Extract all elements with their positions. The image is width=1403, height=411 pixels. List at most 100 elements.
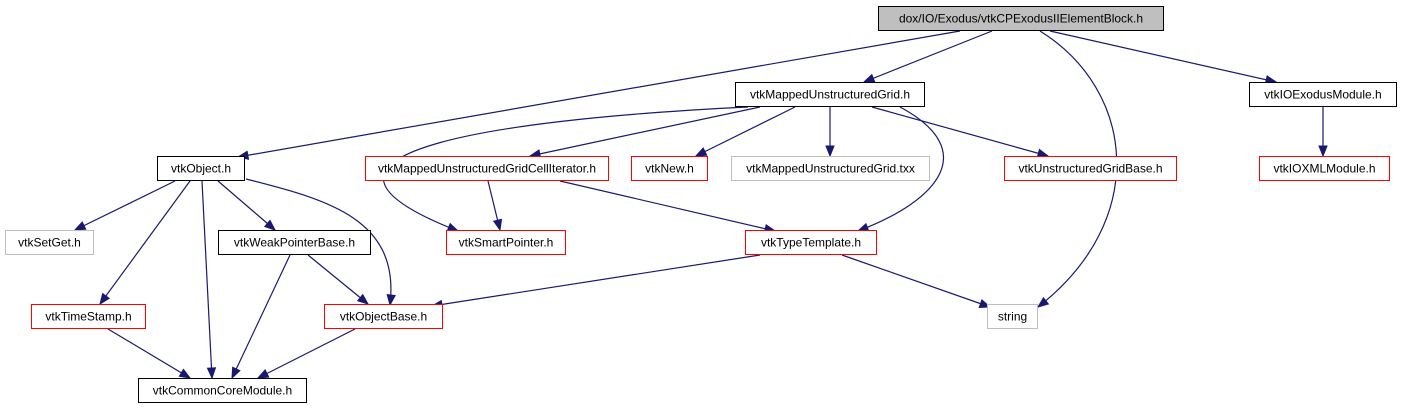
edge-line	[231, 254, 291, 379]
edge-line	[237, 30, 961, 158]
edge-arrowhead	[492, 218, 503, 232]
edge-line	[257, 328, 356, 379]
node-typetemplate[interactable]: vtkTypeTemplate.h	[745, 230, 877, 255]
node-label: vtkSmartPointer.h	[459, 236, 554, 250]
node-ioexodus[interactable]: vtkIOExodusModule.h	[1249, 82, 1397, 107]
node-weakptr[interactable]: vtkWeakPointerBase.h	[218, 230, 371, 255]
edge-mug-to-mugci	[528, 106, 761, 159]
edge-objectbase-to-commoncore	[256, 328, 356, 379]
edge-arrowhead	[256, 369, 270, 379]
node-box	[1249, 82, 1397, 107]
node-setget[interactable]: vtkSetGet.h	[5, 230, 94, 255]
edge-arrowhead	[386, 294, 396, 307]
node-mugci[interactable]: vtkMappedUnstructuredGridCellIterator.h	[365, 156, 609, 181]
edge-arrowhead	[825, 145, 835, 158]
node-box	[1259, 156, 1390, 181]
node-box	[446, 230, 566, 255]
edge-line	[74, 180, 176, 231]
edge-arrowhead	[231, 366, 241, 380]
edge-line	[245, 178, 392, 306]
edge-weakptr-to-commoncore	[231, 254, 291, 380]
node-label: vtkCommonCoreModule.h	[153, 384, 292, 398]
edge-object-to-setget	[73, 180, 176, 231]
node-box	[1004, 156, 1177, 181]
edge-object-to-commoncore	[201, 180, 217, 380]
node-label: vtkTypeTemplate.h	[761, 236, 861, 250]
edge-line	[107, 328, 191, 379]
node-ioxml[interactable]: vtkIOXMLModule.h	[1259, 156, 1390, 181]
node-new[interactable]: vtkNew.h	[631, 156, 708, 181]
edge-arrowhead	[178, 368, 192, 379]
edge-timestamp-to-commoncore	[107, 328, 192, 379]
edge-mug-to-ugbase	[871, 106, 1050, 158]
edge-weakptr-to-objectbase	[307, 254, 370, 305]
node-box	[745, 230, 877, 255]
node-label: dox/IO/Exodus/vtkCPExodusIIElementBlock.…	[899, 12, 1143, 26]
node-box	[324, 304, 443, 329]
node-label: vtkUnstructuredGridBase.h	[1018, 162, 1162, 176]
edge-arrowhead	[356, 293, 370, 305]
edge-ioexodus-to-ioxml	[1318, 107, 1328, 158]
edge-line	[217, 180, 276, 231]
node-smartptr[interactable]: vtkSmartPointer.h	[446, 230, 566, 255]
node-mug[interactable]: vtkMappedUnstructuredGrid.h	[735, 82, 925, 107]
edge-arrowhead	[1318, 145, 1328, 158]
node-objectbase[interactable]: vtkObjectBase.h	[324, 304, 443, 329]
node-box	[157, 156, 245, 181]
node-label: vtkWeakPointerBase.h	[234, 236, 355, 250]
edge-arrowhead	[1036, 296, 1050, 308]
edge-line	[1049, 30, 1277, 83]
edge-line	[431, 254, 761, 307]
node-label: vtkObjectBase.h	[340, 310, 427, 324]
node-ugbase[interactable]: vtkUnstructuredGridBase.h	[1004, 156, 1177, 181]
node-box	[138, 378, 307, 403]
edge-mug-to-new	[694, 106, 796, 157]
node-label: string	[998, 310, 1027, 324]
node-string[interactable]: string	[987, 304, 1038, 329]
node-box	[878, 6, 1164, 31]
node-label: vtkIOExodusModule.h	[1264, 88, 1381, 102]
node-label: vtkTimeStamp.h	[45, 310, 131, 324]
node-label: vtkSetGet.h	[18, 236, 81, 250]
edge-arrowhead	[694, 147, 708, 157]
node-label: vtkMappedUnstructuredGrid.txx	[746, 162, 915, 176]
edge-arrowhead	[263, 219, 277, 231]
edge-line	[559, 180, 776, 232]
edge-mugci-to-smartptr	[487, 180, 503, 232]
edge-object-to-timestamp	[99, 180, 191, 306]
node-box	[735, 82, 925, 107]
node-label: vtkObject.h	[171, 162, 231, 176]
node-box	[365, 156, 609, 181]
node-box	[31, 304, 146, 329]
edge-arrowhead	[73, 221, 87, 231]
edge-line	[871, 106, 1049, 157]
edges-layer	[73, 30, 1328, 380]
edge-line	[863, 30, 993, 83]
edge-arrowhead	[862, 73, 876, 83]
edge-mugci-to-typetemplate	[559, 180, 777, 234]
edge-root-to-mug	[862, 30, 993, 83]
node-label: vtkMappedUnstructuredGridCellIterator.h	[378, 162, 596, 176]
edge-line	[307, 254, 369, 305]
node-object[interactable]: vtkObject.h	[157, 156, 245, 181]
edge-arrowhead	[446, 222, 460, 232]
edge-line	[382, 106, 749, 232]
node-box	[631, 156, 708, 181]
edge-mug-to-mugtxx	[825, 107, 835, 158]
nodes-layer: dox/IO/Exodus/vtkCPExodusIIElementBlock.…	[5, 6, 1397, 403]
edge-typetemplate-to-string	[841, 254, 992, 308]
edge-line	[201, 180, 213, 379]
node-label: vtkMappedUnstructuredGrid.h	[750, 88, 910, 102]
edge-object-to-weakptr	[217, 180, 277, 231]
node-root[interactable]: dox/IO/Exodus/vtkCPExodusIIElementBlock.…	[878, 6, 1164, 31]
edge-mug-to-typetemplate	[856, 106, 945, 232]
node-commoncore[interactable]: vtkCommonCoreModule.h	[138, 378, 307, 403]
node-mugtxx[interactable]: vtkMappedUnstructuredGrid.txx	[731, 156, 930, 181]
node-box	[5, 230, 94, 255]
edge-line	[857, 106, 945, 232]
node-timestamp[interactable]: vtkTimeStamp.h	[31, 304, 146, 329]
node-box	[987, 304, 1038, 329]
edge-object-to-objectbase	[245, 178, 396, 307]
edge-arrowhead	[206, 367, 217, 380]
